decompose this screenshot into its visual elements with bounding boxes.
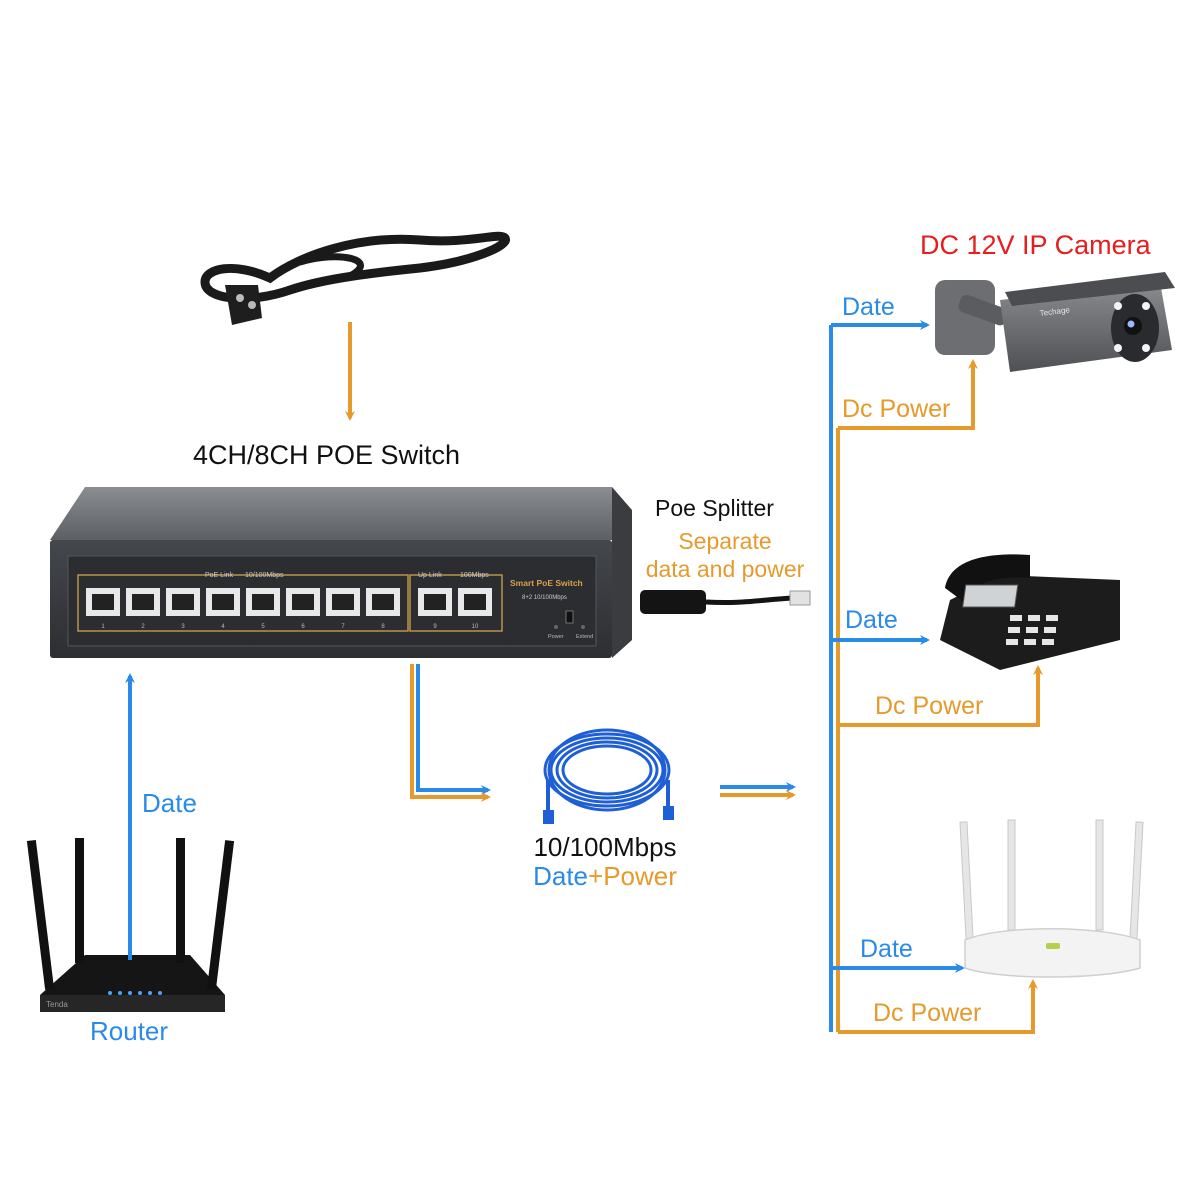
extend-led-text: Extend — [576, 634, 593, 640]
wifi-power-label: Dc Power — [873, 999, 982, 1027]
poe-splitter-icon — [640, 590, 811, 614]
port-number: 1 — [101, 624, 105, 630]
cable-plus-text: + — [588, 861, 604, 891]
port-number: 10 — [472, 624, 479, 630]
cable-date-text: Date — [533, 861, 589, 891]
camera-power-arrow — [838, 359, 978, 430]
port-number: 2 — [141, 624, 145, 630]
splitter-line1: Separate — [678, 528, 772, 554]
cable-power-text: Power — [603, 861, 677, 891]
ports-note: 8+2 10/100Mbps — [522, 595, 567, 601]
port-number: 6 — [301, 624, 305, 630]
port-number: 3 — [181, 624, 185, 630]
ethernet-cable-icon — [543, 728, 674, 824]
speed-text: 10/100Mbps — [245, 572, 284, 579]
uplink-speed-text: 100Mbps — [460, 572, 489, 579]
router-brand: Tenda — [46, 1000, 68, 1009]
wifi-power-arrow — [838, 979, 1038, 1034]
power-cord-icon — [200, 231, 510, 325]
poe-switch: PoE Link 10/100Mbps Up Link 100Mbps Smar… — [50, 487, 632, 658]
camera-title: DC 12V IP Camera — [920, 230, 1151, 260]
wifi-date-label: Date — [860, 935, 913, 963]
ip-camera-icon: Techage — [935, 272, 1175, 372]
splitter-title: Poe Splitter — [655, 495, 774, 521]
camera-brand: Techage — [1039, 305, 1071, 318]
port-number: 4 — [221, 624, 225, 630]
port-number: 8 — [381, 624, 385, 630]
port-number: 9 — [433, 624, 437, 630]
camera-power-label: Dc Power — [842, 395, 951, 423]
router-label: Router — [90, 1016, 169, 1046]
wifi-router-icon — [959, 819, 1144, 978]
cable-speed-label: 10/100Mbps — [533, 832, 677, 862]
port-number: 5 — [261, 624, 265, 630]
phone-power-arrow — [838, 665, 1043, 727]
phone-date-label: Date — [845, 606, 898, 634]
ethernet-ports — [86, 588, 492, 616]
port-numbers: 1 2 3 4 5 6 7 8 9 10 — [101, 624, 479, 630]
switch-output-arrows — [410, 664, 491, 802]
cable-output-arrows — [720, 782, 796, 800]
uplink-text: Up Link — [418, 572, 442, 579]
router-date-label: Date — [142, 788, 197, 818]
switch-brand: Smart PoE Switch — [510, 578, 583, 588]
camera-date-label: Date — [842, 293, 895, 321]
poe-link-text: PoE Link — [205, 572, 234, 579]
desk-phone-icon — [940, 554, 1120, 670]
power-led-text: Power — [548, 634, 564, 640]
switch-title: 4CH/8CH POE Switch — [193, 440, 461, 470]
port-number: 7 — [341, 624, 345, 630]
phone-power-label: Dc Power — [875, 692, 984, 720]
cable-date-power-label: Date+Power — [500, 863, 710, 889]
router-icon: Tenda — [26, 838, 235, 1012]
splitter-line2: data and power — [645, 556, 805, 582]
